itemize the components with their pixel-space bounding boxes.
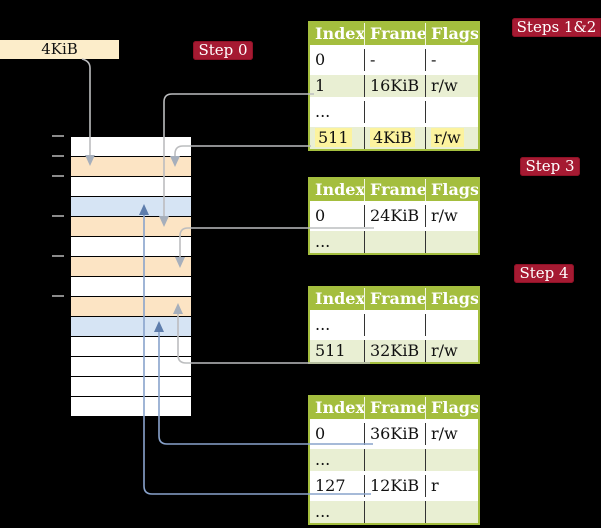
table-cell — [365, 314, 426, 336]
table-row: ... — [310, 314, 478, 340]
table-cell: r — [426, 475, 478, 497]
highlighted-value: 511 — [315, 128, 352, 147]
table-cell: 511 — [310, 127, 365, 149]
table-cell: 0 — [310, 49, 365, 71]
memory-row-6 — [71, 257, 191, 277]
table-header-frame: Frame — [365, 397, 426, 419]
table-header-flags: Flags — [431, 289, 478, 308]
table-header-index: Index — [310, 179, 365, 201]
badge-step-0: Step 0 — [193, 41, 253, 60]
memory-row-4 — [71, 217, 191, 237]
table-cell — [426, 501, 478, 523]
connector-line-entry-511-4kib-to-row — [174, 145, 311, 158]
table-cell: ... — [310, 501, 365, 523]
table-cell: 1 — [310, 75, 365, 97]
table-cell: 36KiB — [365, 423, 426, 445]
table-cell: ... — [310, 231, 365, 253]
table-cell: 12KiB — [365, 475, 426, 497]
memory-row-11 — [71, 357, 191, 377]
table-row: 0-- — [310, 49, 478, 75]
table-cell — [365, 501, 426, 523]
table-row: ... — [310, 501, 478, 523]
badge-step-4: Step 4 — [514, 264, 574, 283]
badge-steps-1-2: Steps 1&2 — [512, 18, 601, 37]
table-cell: ... — [310, 314, 365, 336]
table-cell: r/w — [426, 127, 478, 149]
table-cell — [365, 449, 426, 471]
table-header-index: Index — [310, 288, 365, 310]
table-cell: 24KiB — [365, 205, 426, 227]
table-cell — [365, 101, 426, 123]
table-header-flags: Flags — [431, 398, 478, 417]
table-header-index: Index — [310, 397, 365, 419]
table-cell: r/w — [426, 423, 478, 445]
memory-tick — [52, 255, 64, 257]
frame-address-label: 4KiB — [0, 40, 119, 59]
memory-row-1 — [71, 157, 191, 177]
table-cell: ... — [310, 101, 365, 123]
table-header-frame: Frame — [365, 23, 426, 45]
table-cell — [426, 101, 478, 123]
table-cell — [426, 314, 478, 336]
badge-step-3: Step 3 — [520, 157, 580, 176]
memory-tick — [52, 175, 64, 177]
table-cell: 0 — [310, 423, 365, 445]
table-cell: r/w — [426, 205, 478, 227]
table-cell: - — [426, 49, 478, 71]
memory-row-3 — [71, 197, 191, 217]
memory-tick — [52, 135, 64, 137]
highlighted-value: r/w — [431, 128, 464, 147]
memory-row-5 — [71, 237, 191, 257]
table-cell: ... — [310, 449, 365, 471]
table-row: ... — [310, 101, 478, 127]
table-cell: 4KiB — [365, 127, 426, 149]
table-row: ... — [310, 231, 478, 253]
table-cell — [365, 231, 426, 253]
table-cell: 511 — [310, 340, 365, 362]
memory-tick — [52, 295, 64, 297]
memory-tick — [52, 155, 64, 157]
memory-row-0 — [71, 137, 191, 157]
memory-row-12 — [71, 377, 191, 397]
table-header-index: Index — [310, 23, 365, 45]
table-cell: 0 — [310, 205, 365, 227]
memory-stack — [70, 136, 192, 417]
memory-row-8 — [71, 297, 191, 317]
table-cell — [426, 449, 478, 471]
table-header-frame: Frame — [365, 288, 426, 310]
table-cell: - — [365, 49, 426, 71]
memory-row-7 — [71, 277, 191, 297]
table-cell: 16KiB — [365, 75, 426, 97]
table-cell: r/w — [426, 75, 478, 97]
memory-row-13 — [71, 397, 191, 416]
table-header-frame: Frame — [365, 179, 426, 201]
table-cell — [426, 231, 478, 253]
highlighted-value: 4KiB — [370, 128, 416, 147]
memory-row-9 — [71, 317, 191, 337]
table-row: 511 4KiB r/w — [310, 127, 478, 149]
table-cell: 127 — [310, 475, 365, 497]
table-header-flags: Flags — [431, 180, 478, 199]
memory-tick — [52, 215, 64, 217]
memory-row-2 — [71, 177, 191, 197]
table-cell: 32KiB — [365, 340, 426, 362]
table-cell: r/w — [426, 340, 478, 362]
memory-row-10 — [71, 337, 191, 357]
table-row: ... — [310, 449, 478, 475]
table-header-flags: Flags — [431, 24, 478, 43]
